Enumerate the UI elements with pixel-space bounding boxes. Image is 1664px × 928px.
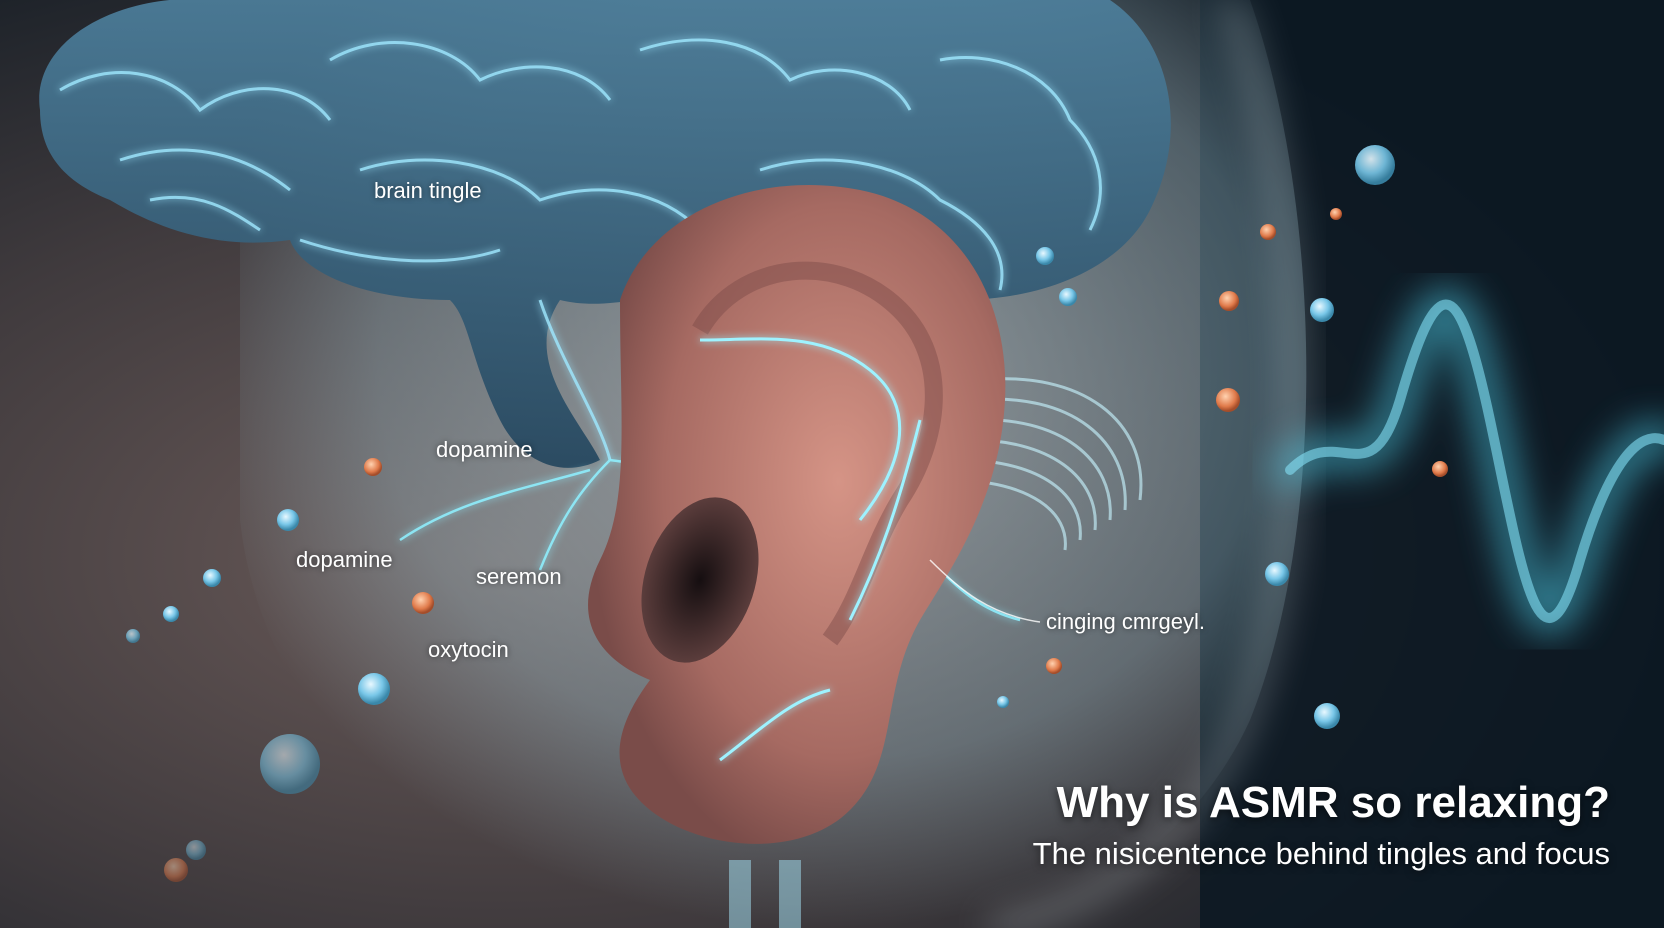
headline-title: Why is ASMR so relaxing? [1056, 778, 1610, 827]
label-cinging: cinging cmrgeyl. [1046, 609, 1205, 634]
label-brain-tingle: brain tingle [374, 178, 482, 203]
label-dopamine-upper: dopamine [436, 437, 533, 462]
label-dopamine-lower: dopamine [296, 547, 393, 572]
particles [126, 145, 1448, 882]
headline-subtitle: The nisicentence behind tingles and focu… [1032, 836, 1610, 871]
label-seremon: seremon [476, 564, 562, 589]
label-oxytocin: oxytocin [428, 637, 509, 662]
